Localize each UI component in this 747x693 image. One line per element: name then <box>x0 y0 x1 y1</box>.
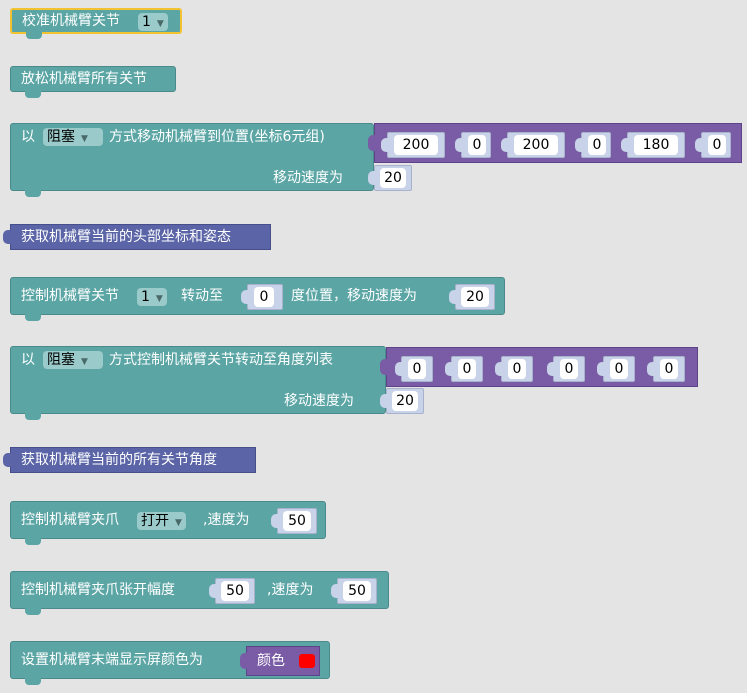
gripper-speed-label: ,速度为 <box>203 512 250 528</box>
speed-slot[interactable]: 20 <box>368 165 412 191</box>
move-angles-label: 方式控制机械臂关节转动至角度列表 <box>109 352 333 368</box>
angle-slot[interactable]: 0 <box>597 356 635 382</box>
angle-1-input[interactable]: 0 <box>408 359 426 379</box>
gripper-open-label: 控制机械臂夹爪张开幅度 <box>21 582 175 598</box>
joint-rotate-label: 控制机械臂关节 <box>21 288 119 304</box>
speed-slot[interactable]: 20 <box>449 284 495 310</box>
get-angles-block[interactable]: 获取机械臂当前的所有关节角度 <box>3 447 256 473</box>
coord-z-input[interactable]: 200 <box>514 135 558 155</box>
speed-label: 移动速度为 <box>273 170 343 186</box>
calibrate-label: 校准机械臂关节 <box>22 13 120 29</box>
move-angles-block[interactable]: 以 阻塞▼ 方式控制机械臂关节转动至角度列表 移动速度为 <box>10 346 386 420</box>
speed-input[interactable]: 50 <box>283 511 311 531</box>
screen-color-label: 设置机械臂末端显示屏颜色为 <box>21 652 203 668</box>
coords-list-block[interactable]: 200 0 200 0 180 0 <box>368 123 742 163</box>
angles-list-block[interactable]: 0 0 0 0 0 0 <box>380 347 698 387</box>
gripper-label: 控制机械臂夹爪 <box>21 512 119 528</box>
angle-4-input[interactable]: 0 <box>560 359 578 379</box>
move-coords-label: 方式移动机械臂到位置(坐标6元组) <box>109 129 325 145</box>
coord-ry-input[interactable]: 180 <box>634 135 678 155</box>
amount-slot[interactable]: 50 <box>209 578 255 604</box>
calibrate-joint-block[interactable]: 校准机械臂关节 1▼ <box>10 8 182 39</box>
chevron-down-icon: ▼ <box>156 19 164 29</box>
coord-slot[interactable]: 0 <box>575 132 611 158</box>
coord-slot[interactable]: 0 <box>455 132 491 158</box>
speed-input[interactable]: 20 <box>380 168 406 188</box>
gripper-open-speed-label: ,速度为 <box>267 582 314 598</box>
color-swatch[interactable] <box>299 654 315 668</box>
chevron-down-icon: ▼ <box>175 518 182 528</box>
rotate-to-label: 转动至 <box>181 288 223 304</box>
release-label: 放松机械臂所有关节 <box>21 71 147 87</box>
coord-slot[interactable]: 0 <box>695 132 731 158</box>
angle-2-input[interactable]: 0 <box>458 359 476 379</box>
speed-label: 移动速度为 <box>284 393 354 409</box>
coord-rx-input[interactable]: 0 <box>588 135 606 155</box>
joint-rotate-block[interactable]: 控制机械臂关节 1▼ 转动至 0 度位置，移动速度为 20 <box>10 277 505 321</box>
color-label: 颜色 <box>257 653 285 669</box>
speed-input[interactable]: 50 <box>343 581 371 601</box>
coord-slot[interactable]: 180 <box>621 132 685 158</box>
coord-slot[interactable]: 200 <box>501 132 565 158</box>
amount-input[interactable]: 50 <box>221 581 249 601</box>
speed-slot[interactable]: 50 <box>271 508 317 534</box>
speed-input[interactable]: 20 <box>461 287 489 307</box>
speed-slot[interactable]: 20 <box>380 388 424 414</box>
mode-prefix: 以 <box>21 352 35 368</box>
angle-slot[interactable]: 0 <box>241 284 283 310</box>
release-joints-block[interactable]: 放松机械臂所有关节 <box>10 66 176 98</box>
angle-slot[interactable]: 0 <box>495 356 533 382</box>
speed-slot[interactable]: 50 <box>331 578 377 604</box>
joint-dropdown[interactable]: 1▼ <box>138 13 168 31</box>
coord-x-input[interactable]: 200 <box>394 135 438 155</box>
chevron-down-icon: ▼ <box>155 294 163 304</box>
degree-speed-label: 度位置，移动速度为 <box>291 288 417 304</box>
coord-rz-input[interactable]: 0 <box>708 135 726 155</box>
angle-slot[interactable]: 0 <box>547 356 585 382</box>
speed-input[interactable]: 20 <box>392 391 418 411</box>
mode-prefix: 以 <box>21 129 35 145</box>
chevron-down-icon: ▼ <box>81 134 88 144</box>
angle-3-input[interactable]: 0 <box>508 359 526 379</box>
gripper-state-dropdown[interactable]: 打开▼ <box>137 512 186 530</box>
get-pose-block[interactable]: 获取机械臂当前的头部坐标和姿态 <box>3 224 271 250</box>
gripper-open-block[interactable]: 控制机械臂夹爪张开幅度 50 ,速度为 50 <box>10 571 389 615</box>
coord-slot[interactable]: 200 <box>381 132 445 158</box>
mode-dropdown[interactable]: 阻塞▼ <box>43 128 103 146</box>
angle-slot[interactable]: 0 <box>445 356 483 382</box>
move-coords-block[interactable]: 以 阻塞▼ 方式移动机械臂到位置(坐标6元组) 移动速度为 <box>10 123 374 197</box>
angle-6-input[interactable]: 0 <box>660 359 678 379</box>
angle-slot[interactable]: 0 <box>647 356 685 382</box>
color-block[interactable]: 颜色 <box>240 646 320 676</box>
angle-input[interactable]: 0 <box>254 287 274 307</box>
gripper-block[interactable]: 控制机械臂夹爪 打开▼ ,速度为 50 <box>10 501 326 545</box>
mode-dropdown[interactable]: 阻塞▼ <box>43 351 103 369</box>
angle-5-input[interactable]: 0 <box>610 359 628 379</box>
get-pose-label: 获取机械臂当前的头部坐标和姿态 <box>21 229 231 245</box>
joint-dropdown[interactable]: 1▼ <box>137 288 167 306</box>
chevron-down-icon: ▼ <box>81 357 88 367</box>
angle-slot[interactable]: 0 <box>395 356 433 382</box>
coord-y-input[interactable]: 0 <box>468 135 486 155</box>
get-angles-label: 获取机械臂当前的所有关节角度 <box>21 452 217 468</box>
